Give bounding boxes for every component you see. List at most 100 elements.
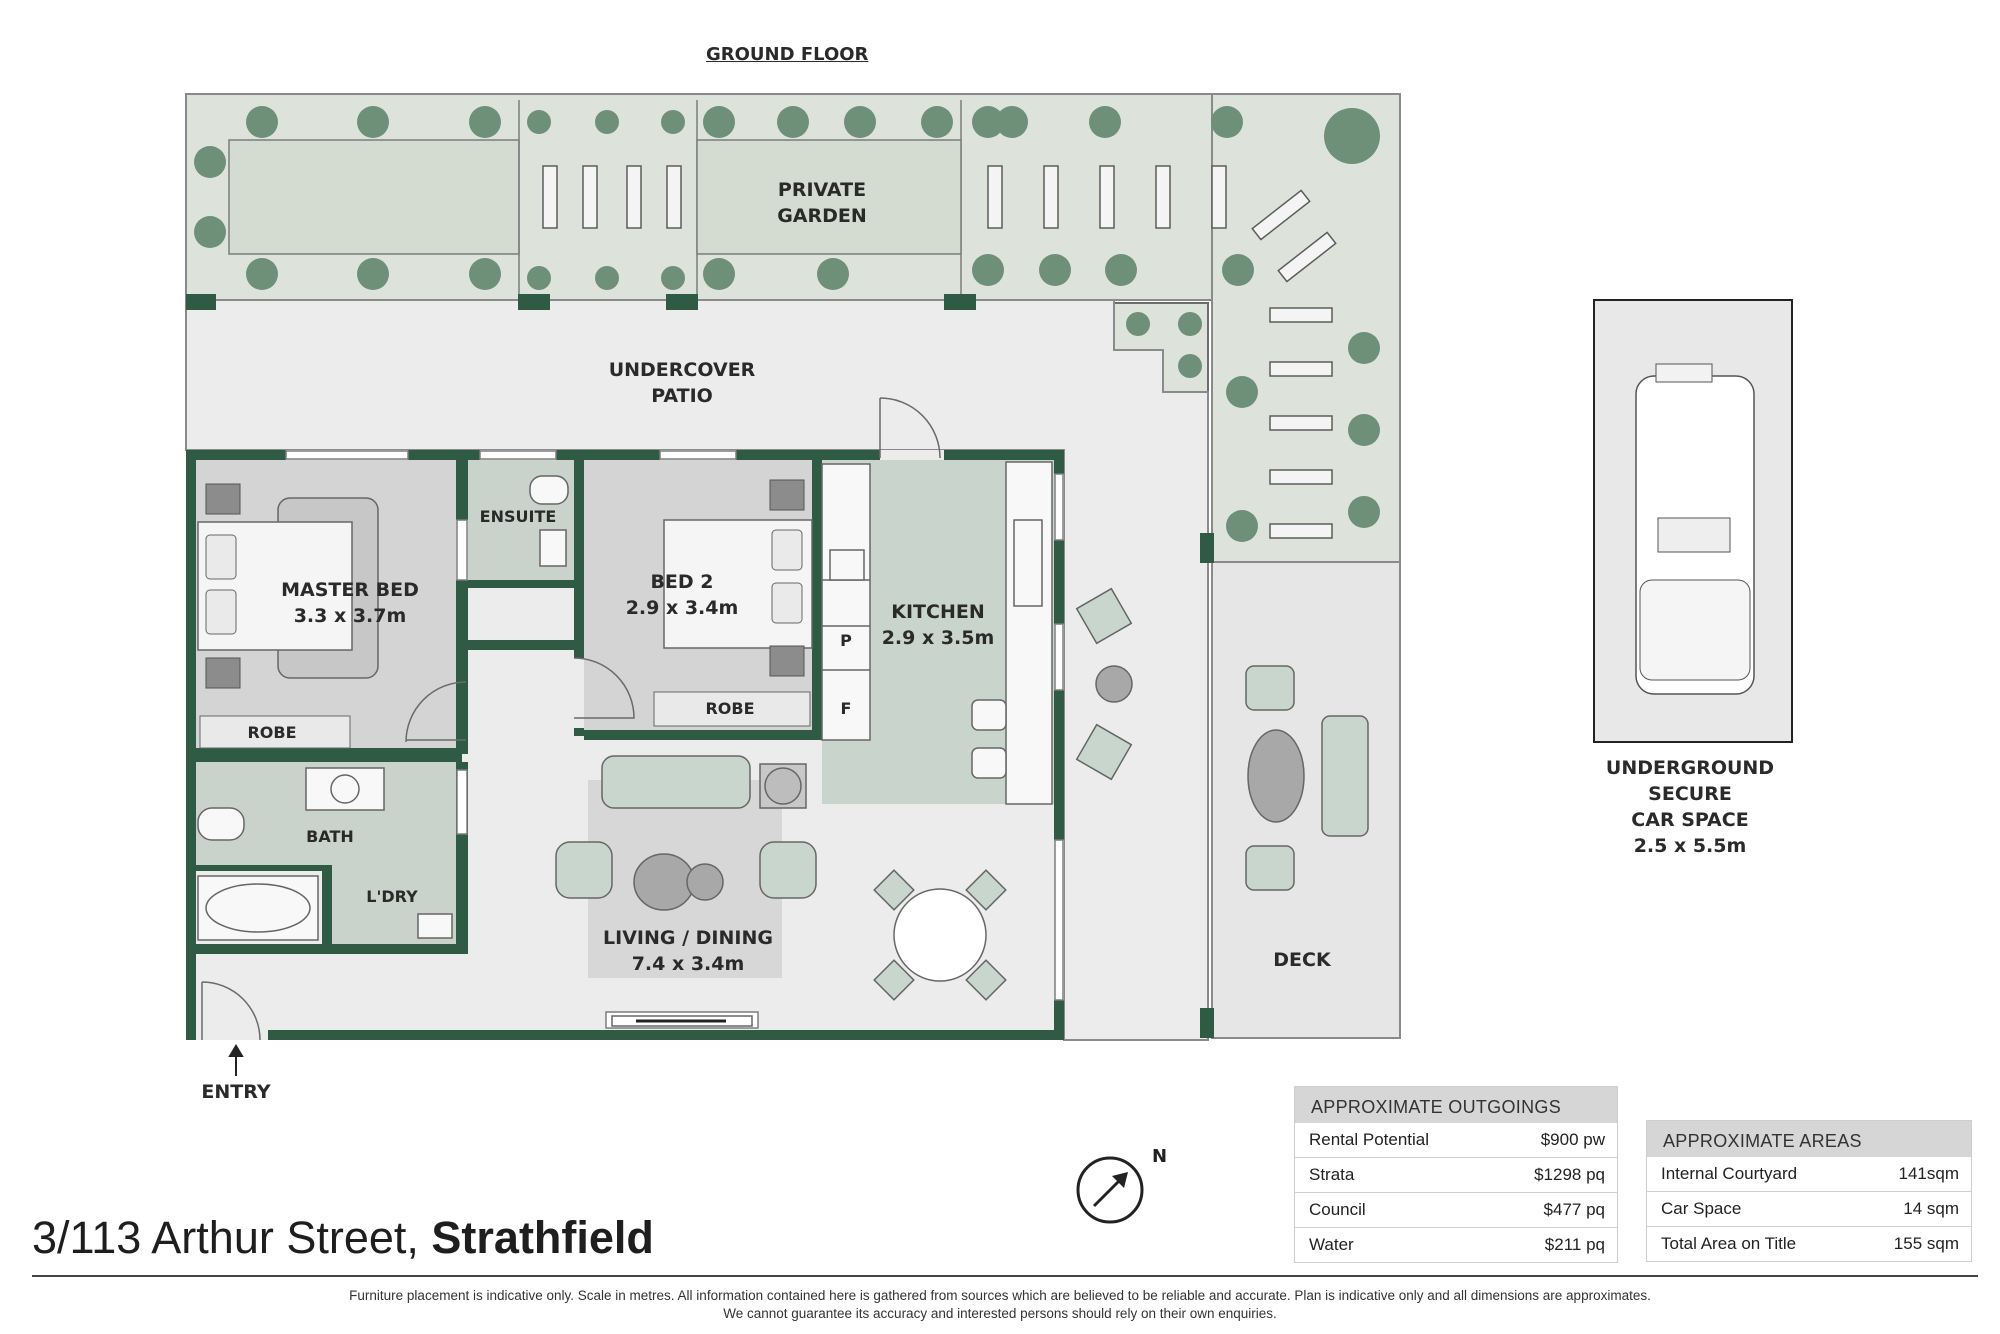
tree — [921, 106, 953, 138]
tree — [1348, 496, 1380, 528]
paver — [1277, 231, 1337, 283]
areas-row: Internal Courtyard 141sqm — [1647, 1157, 1971, 1192]
label-entry: ENTRY — [201, 1081, 270, 1103]
outgoings-row-value: $477 pq — [1543, 1200, 1605, 1219]
label-ensuite: ENSUITE — [480, 507, 557, 526]
label-undercover-patio-2: PATIO — [651, 385, 713, 407]
tree — [595, 110, 619, 134]
label-robe-master: ROBE — [247, 723, 296, 742]
outgoings-row: Council $477 pq — [1295, 1193, 1617, 1228]
label-robe-bed2: ROBE — [705, 699, 754, 718]
paver — [666, 165, 682, 229]
areas-row: Car Space 14 sqm — [1647, 1192, 1971, 1227]
outgoings-row: Rental Potential$900 pw — [1295, 1123, 1617, 1158]
tree — [996, 106, 1028, 138]
paver — [1211, 165, 1227, 229]
tree — [1126, 312, 1150, 336]
tree — [246, 106, 278, 138]
paver — [987, 165, 1003, 229]
tree — [469, 106, 501, 138]
outgoings-row: Water $211 pq — [1295, 1228, 1617, 1262]
paver — [582, 165, 598, 229]
label-deck: DECK — [1273, 949, 1332, 971]
areas-row-label: Total Area on Title — [1661, 1234, 1797, 1253]
compass-north-label: N — [1152, 1146, 1167, 1167]
areas-row-value: 141sqm — [1898, 1164, 1959, 1183]
areas-row-value: 14 sqm — [1903, 1199, 1959, 1218]
tree — [817, 258, 849, 290]
tree — [1222, 254, 1254, 286]
tree — [527, 110, 551, 134]
tree — [661, 110, 685, 134]
paver — [1099, 165, 1115, 229]
car-space — [1593, 299, 1793, 743]
label-living-dining-size: 7.4 x 3.4m — [632, 953, 745, 975]
label-kitchen-size: 2.9 x 3.5m — [882, 627, 995, 649]
label-bed2: BED 2 — [650, 571, 713, 593]
outgoings-row-value: $1298 pq — [1534, 1165, 1605, 1184]
label-private-garden-2: GARDEN — [777, 205, 867, 227]
areas-table: APPROXIMATE AREAS Internal Courtyard 141s… — [1646, 1120, 1972, 1262]
tree — [194, 146, 226, 178]
disclaimer-line-1: Furniture placement is indicative only. … — [349, 1288, 1651, 1303]
bathroom-fixtures — [197, 475, 569, 941]
areas-title: APPROXIMATE AREAS — [1647, 1121, 1971, 1157]
label-master-bed: MASTER BED — [281, 579, 419, 601]
paver — [1269, 469, 1333, 485]
tree — [1211, 106, 1243, 138]
paver — [1269, 415, 1333, 431]
tree — [1348, 332, 1380, 364]
living-dining-furniture — [555, 755, 1007, 1027]
outgoings-row-label: Council — [1309, 1200, 1366, 1219]
tree — [972, 254, 1004, 286]
outdoor-furniture — [1075, 587, 1369, 891]
label-car-space-1: UNDERGROUND — [1606, 757, 1774, 779]
areas-row-label: Internal Courtyard — [1661, 1164, 1798, 1183]
plan-title: GROUND FLOOR — [706, 44, 869, 65]
tree — [1324, 108, 1380, 164]
doors — [201, 397, 941, 1041]
tree — [703, 258, 735, 290]
paver — [626, 165, 642, 229]
outgoings-row-label: Water — [1309, 1235, 1354, 1254]
address-suburb: Strathfield — [431, 1212, 654, 1263]
label-kitchen: KITCHEN — [891, 601, 984, 623]
footer-divider — [32, 1275, 1978, 1277]
label-car-space-size: 2.5 x 5.5m — [1634, 835, 1747, 857]
paver — [1269, 523, 1333, 539]
label-master-bed-size: 3.3 x 3.7m — [294, 605, 407, 627]
paver — [1269, 361, 1333, 377]
tree — [595, 266, 619, 290]
outgoings-row-label: Rental Potential — [1309, 1130, 1430, 1149]
bed2-furniture — [653, 479, 813, 727]
outgoings-title: APPROXIMATE OUTGOINGS — [1295, 1087, 1617, 1123]
entry-arrow-icon — [228, 1044, 244, 1076]
tree — [1226, 376, 1258, 408]
outgoings-table: APPROXIMATE OUTGOINGS Rental Potential$9… — [1294, 1086, 1618, 1263]
tree — [194, 216, 226, 248]
label-car-space-2: SECURE — [1648, 783, 1732, 805]
master-bed-furniture — [197, 483, 379, 749]
label-private-garden-1: PRIVATE — [778, 179, 866, 201]
outgoings-row-value: $211 pq — [1544, 1235, 1605, 1254]
areas-row: Total Area on Title 155 sqm — [1647, 1227, 1971, 1261]
areas-row-label: Car Space — [1661, 1199, 1742, 1218]
paver — [542, 165, 558, 229]
garden-pavers — [542, 165, 1337, 539]
paver — [1043, 165, 1059, 229]
label-living-dining: LIVING / DINING — [603, 927, 773, 949]
paver — [1251, 189, 1311, 241]
label-laundry: L'DRY — [366, 887, 418, 906]
tree — [777, 106, 809, 138]
tree — [1089, 106, 1121, 138]
areas-row-value: 155 sqm — [1893, 1234, 1959, 1253]
label-car-space-3: CAR SPACE — [1631, 809, 1748, 831]
tree — [1226, 510, 1258, 542]
outgoings-row-label: Strata — [1309, 1165, 1355, 1184]
property-address: 3/113 Arthur Street, Strathfield — [32, 1212, 654, 1264]
tree — [357, 106, 389, 138]
tree — [703, 106, 735, 138]
tree — [661, 266, 685, 290]
tree — [972, 106, 1004, 138]
tree — [1039, 254, 1071, 286]
